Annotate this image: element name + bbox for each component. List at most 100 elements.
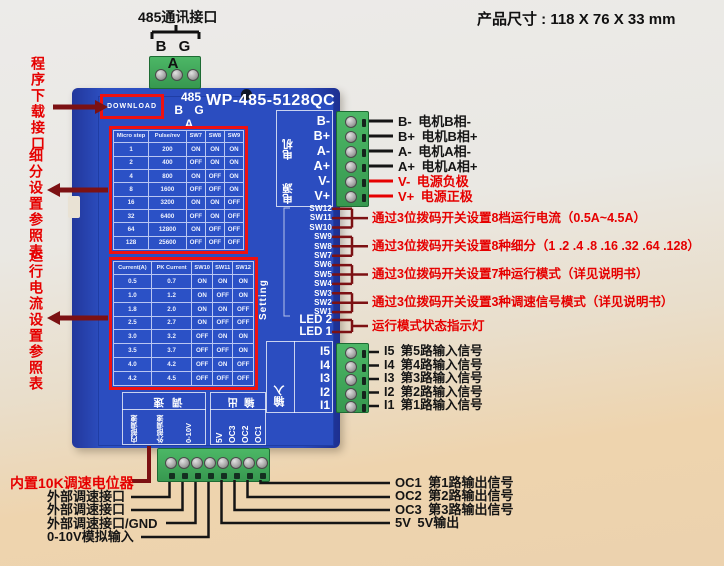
table-cell: 12800 (148, 222, 187, 237)
table-cell: 2.0 (150, 301, 193, 317)
table-cell: 8 (112, 182, 150, 197)
table-cell: ON (191, 315, 213, 331)
table-cell: OFF (185, 208, 206, 224)
table-header-cell: PK Current (150, 261, 193, 275)
output-sub-oc3: OC3 (227, 425, 237, 443)
terminal-screw (345, 176, 366, 188)
output-sub-5v: 5V (214, 432, 224, 443)
table-cell: 128 (112, 235, 150, 251)
terminal-screw (345, 191, 366, 203)
motor-pin-label: B- (316, 114, 330, 128)
motor-pin-label: A+ (313, 159, 330, 173)
table-cell: ON (211, 301, 234, 317)
table-cell: ON (204, 155, 225, 171)
table-cell: OFF (191, 357, 213, 373)
table-cell: OFF (204, 235, 225, 251)
terminal-screw (345, 116, 366, 128)
speed-box-divider (122, 409, 206, 410)
table-cell: 2 (112, 155, 150, 171)
motor-pin-label: A- (316, 144, 330, 158)
table-cell: ON (232, 343, 254, 359)
table-cell: OFF (232, 301, 254, 317)
terminal-screw (255, 457, 268, 479)
table-cell: 32 (112, 208, 150, 224)
speed-sub-external: 外部调速 (157, 415, 164, 443)
motor-pin-annotation: A- 电机A相- (398, 144, 471, 159)
table-cell: 4 (112, 168, 150, 184)
output-pin-annotation: 5V 5V输出 (395, 515, 460, 531)
microstep-table-note: 细分设置参照表 (28, 148, 44, 260)
table-cell: 3200 (148, 195, 187, 210)
product-dimensions: 产品尺寸 : 118 X 76 X 33 mm (477, 11, 676, 28)
motor-power-group-box (276, 110, 333, 207)
setting-label: Setting (258, 279, 269, 320)
table-cell: ON (185, 142, 206, 157)
table-cell: 2.5 (113, 315, 152, 331)
potentiometer-note: 内置10K调速电位器 (10, 475, 134, 491)
table-cell: OFF (232, 357, 254, 373)
table-header-cell: SW7 (185, 129, 206, 144)
input-pin-label: I4 (319, 357, 330, 372)
dip-switch-label: SW3 (314, 288, 332, 298)
dip-switch-label: SW8 (314, 241, 332, 251)
table-cell: 3.7 (150, 343, 193, 359)
current-table-note: 运行电流设置参照表 (28, 248, 44, 392)
table-cell: ON (191, 301, 213, 317)
table-cell: OFF (204, 222, 225, 237)
input-group-box (266, 341, 333, 413)
table-cell: 1600 (148, 182, 187, 197)
rs485-terminal (149, 56, 201, 89)
table-cell: 4.5 (150, 371, 193, 386)
table-cell: 16 (112, 195, 150, 210)
table-cell: ON (191, 273, 213, 289)
dip-group-annotation: 运行模式状态指示灯 (372, 318, 485, 333)
dip-switch-label: SW7 (314, 251, 332, 260)
motor-pin-annotation: V- 电源负极 (398, 174, 469, 189)
input-pin-annotation: I1 第1路输入信号 (384, 398, 483, 412)
table-cell: OFF (232, 315, 254, 331)
led1-label: LED 1 (299, 326, 332, 338)
table-cell: 1.2 (150, 287, 193, 303)
table-header-cell: SW12 (232, 261, 254, 275)
table-cell: 25600 (148, 235, 187, 251)
input-group-label: 输入 (274, 385, 286, 407)
table-cell: OFF (191, 371, 213, 386)
dip-switch-label: SW12 (309, 204, 332, 213)
table-cell: ON (204, 208, 225, 224)
motor-power-terminal (336, 111, 369, 207)
table-cell: OFF (185, 235, 206, 251)
terminal-screw (345, 347, 366, 359)
power-group-label: 电源 (282, 183, 294, 204)
dip-group-annotation: 通过3位拨码开关设置7种运行模式（详见说明书） (372, 267, 649, 281)
input-terminal (336, 343, 369, 413)
table-cell: ON (204, 195, 225, 210)
speed-port-annotation: 0-10V模拟输入 (47, 528, 134, 544)
table-cell: ON (223, 155, 245, 171)
terminal-screw (155, 69, 167, 81)
table-cell: ON (185, 168, 206, 184)
terminal-screw (164, 457, 177, 479)
dip-switch-label: SW10 (309, 222, 332, 232)
terminal-screw (203, 457, 216, 479)
table-cell: ON (223, 168, 245, 184)
table-cell: OFF (223, 235, 245, 251)
bus-485-label: 485 (180, 90, 202, 104)
dip-switch-label: SW1 (314, 307, 332, 317)
table-cell: OFF (204, 168, 225, 184)
terminal-screw (345, 161, 366, 173)
table-cell: OFF (185, 182, 206, 197)
table-cell: ON (211, 273, 234, 289)
input-box-divider (294, 341, 295, 413)
table-cell: 64 (112, 222, 150, 237)
dip-switch-label: SW2 (314, 298, 332, 307)
terminal-screw (171, 69, 183, 81)
table-cell: 800 (148, 168, 187, 184)
input-pin-annotation: I4 第4路输入信号 (384, 357, 483, 372)
table-header-cell: Current(A) (113, 261, 152, 275)
table-cell: OFF (223, 195, 245, 210)
